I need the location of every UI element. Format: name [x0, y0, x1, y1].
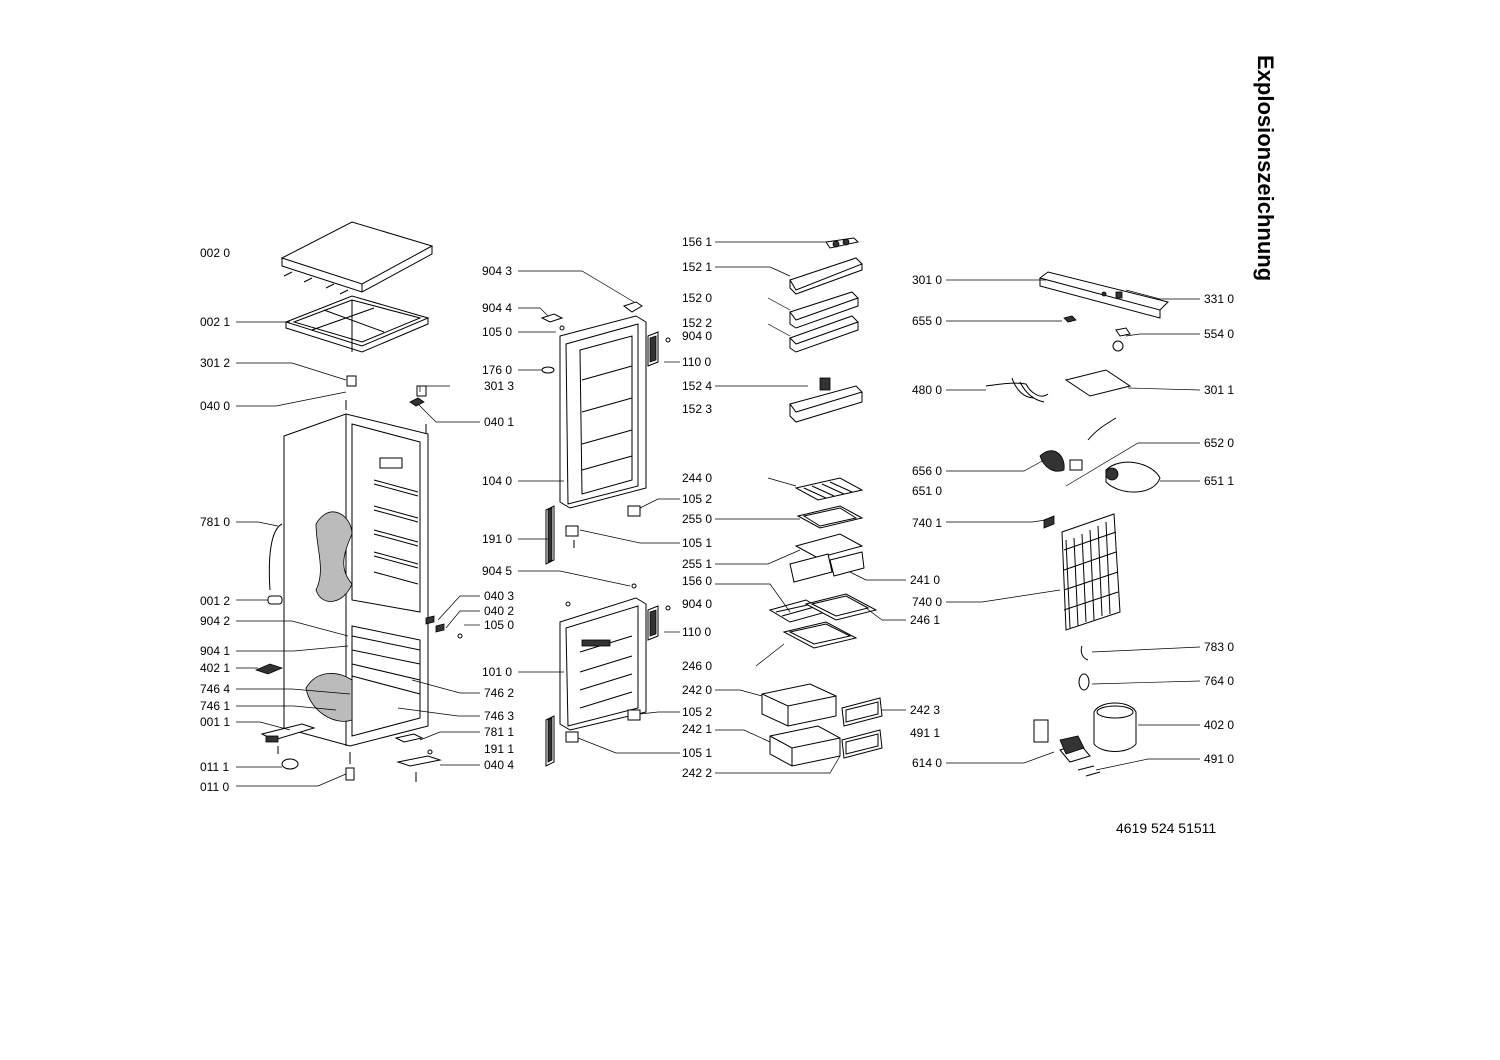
part-label: 904 3	[482, 264, 513, 278]
part-label: 746 3	[484, 709, 515, 723]
part-label: 156 0	[682, 574, 713, 588]
part-label: 242 0	[682, 683, 713, 697]
part-label: 105 2	[682, 492, 713, 506]
part-label: 152 4	[682, 379, 713, 393]
part-label: 781 0	[200, 515, 231, 529]
part-label: 242 3	[910, 703, 941, 717]
part-label: 652 0	[1204, 436, 1235, 450]
part-label: 152 0	[682, 291, 713, 305]
part-label: 480 0	[912, 383, 943, 397]
part-label: 002 0	[200, 246, 231, 260]
part-label: 110 0	[682, 625, 712, 639]
part-label: 040 1	[484, 415, 515, 429]
part-label: 152 1	[682, 260, 713, 274]
part-label: 783 0	[1204, 640, 1235, 654]
document-number: 4619 524 51511	[1116, 820, 1217, 836]
leader-lines	[236, 241, 1201, 787]
part-label: 740 1	[912, 516, 943, 530]
part-label: 241 0	[910, 573, 941, 587]
part-label: 301 0	[912, 273, 943, 287]
part-label: 001 2	[200, 594, 231, 608]
part-label: 002 1	[200, 315, 231, 329]
part-label: 105 1	[682, 536, 713, 550]
part-label: 105 0	[482, 325, 513, 339]
part-label: 764 0	[1204, 674, 1235, 688]
part-label: 301 2	[200, 356, 231, 370]
part-label: 105 2	[682, 705, 713, 719]
cabinet-assembly	[254, 221, 463, 782]
part-label: 301 3	[484, 379, 515, 393]
part-label: 781 1	[484, 725, 515, 739]
part-label: 904 2	[200, 614, 231, 628]
part-label: 191 0	[482, 532, 513, 546]
part-label: 040 4	[484, 758, 515, 772]
part-label: 614 0	[912, 756, 943, 770]
part-label: 402 1	[200, 661, 231, 675]
part-label: 301 1	[1204, 383, 1235, 397]
cooling-components	[985, 271, 1169, 777]
part-label: 244 0	[682, 471, 713, 485]
part-label: 152 2	[682, 316, 713, 330]
part-label: 740 0	[912, 595, 943, 609]
part-label: 011 1	[200, 760, 230, 774]
part-label: 554 0	[1204, 327, 1235, 341]
part-label: 904 5	[482, 564, 513, 578]
part-label: 651 0	[912, 484, 943, 498]
part-label: 191 1	[484, 742, 515, 756]
part-label: 242 1	[682, 722, 713, 736]
part-label: 105 1	[682, 746, 713, 760]
part-label: 246 1	[910, 613, 941, 627]
part-label: 040 3	[484, 589, 515, 603]
part-label: 152 3	[682, 402, 713, 416]
part-label: 255 0	[682, 512, 713, 526]
part-label: 040 0	[200, 399, 231, 413]
part-label: 904 1	[200, 644, 231, 658]
part-label: 904 4	[482, 301, 513, 315]
part-label: 402 0	[1204, 718, 1235, 732]
part-label: 110 0	[682, 355, 712, 369]
part-label: 242 2	[682, 766, 713, 780]
part-label: 001 1	[200, 715, 231, 729]
part-label: 746 4	[200, 682, 231, 696]
part-label: 746 2	[484, 686, 515, 700]
part-label: 904 0	[682, 597, 713, 611]
shelves-and-drawers	[761, 237, 883, 767]
drawing-title: Explosionszeichnung	[1253, 55, 1278, 282]
part-label: 101 0	[482, 665, 513, 679]
part-label: 491 1	[910, 726, 941, 740]
part-label: 656 0	[912, 464, 943, 478]
part-label: 746 1	[200, 699, 231, 713]
part-label: 105 0	[484, 618, 515, 632]
part-label: 904 0	[682, 329, 713, 343]
part-label: 491 0	[1204, 752, 1235, 766]
part-label: 176 0	[482, 363, 513, 377]
part-label: 651 1	[1204, 474, 1235, 488]
part-label: 246 0	[682, 659, 713, 673]
door-assembly	[540, 301, 671, 767]
part-label: 255 1	[682, 557, 713, 571]
part-label: 104 0	[482, 474, 513, 488]
part-label: 156 1	[682, 235, 713, 249]
part-label: 011 0	[200, 780, 230, 794]
part-label: 040 2	[484, 604, 515, 618]
part-label: 331 0	[1204, 292, 1235, 306]
part-label: 655 0	[912, 314, 943, 328]
